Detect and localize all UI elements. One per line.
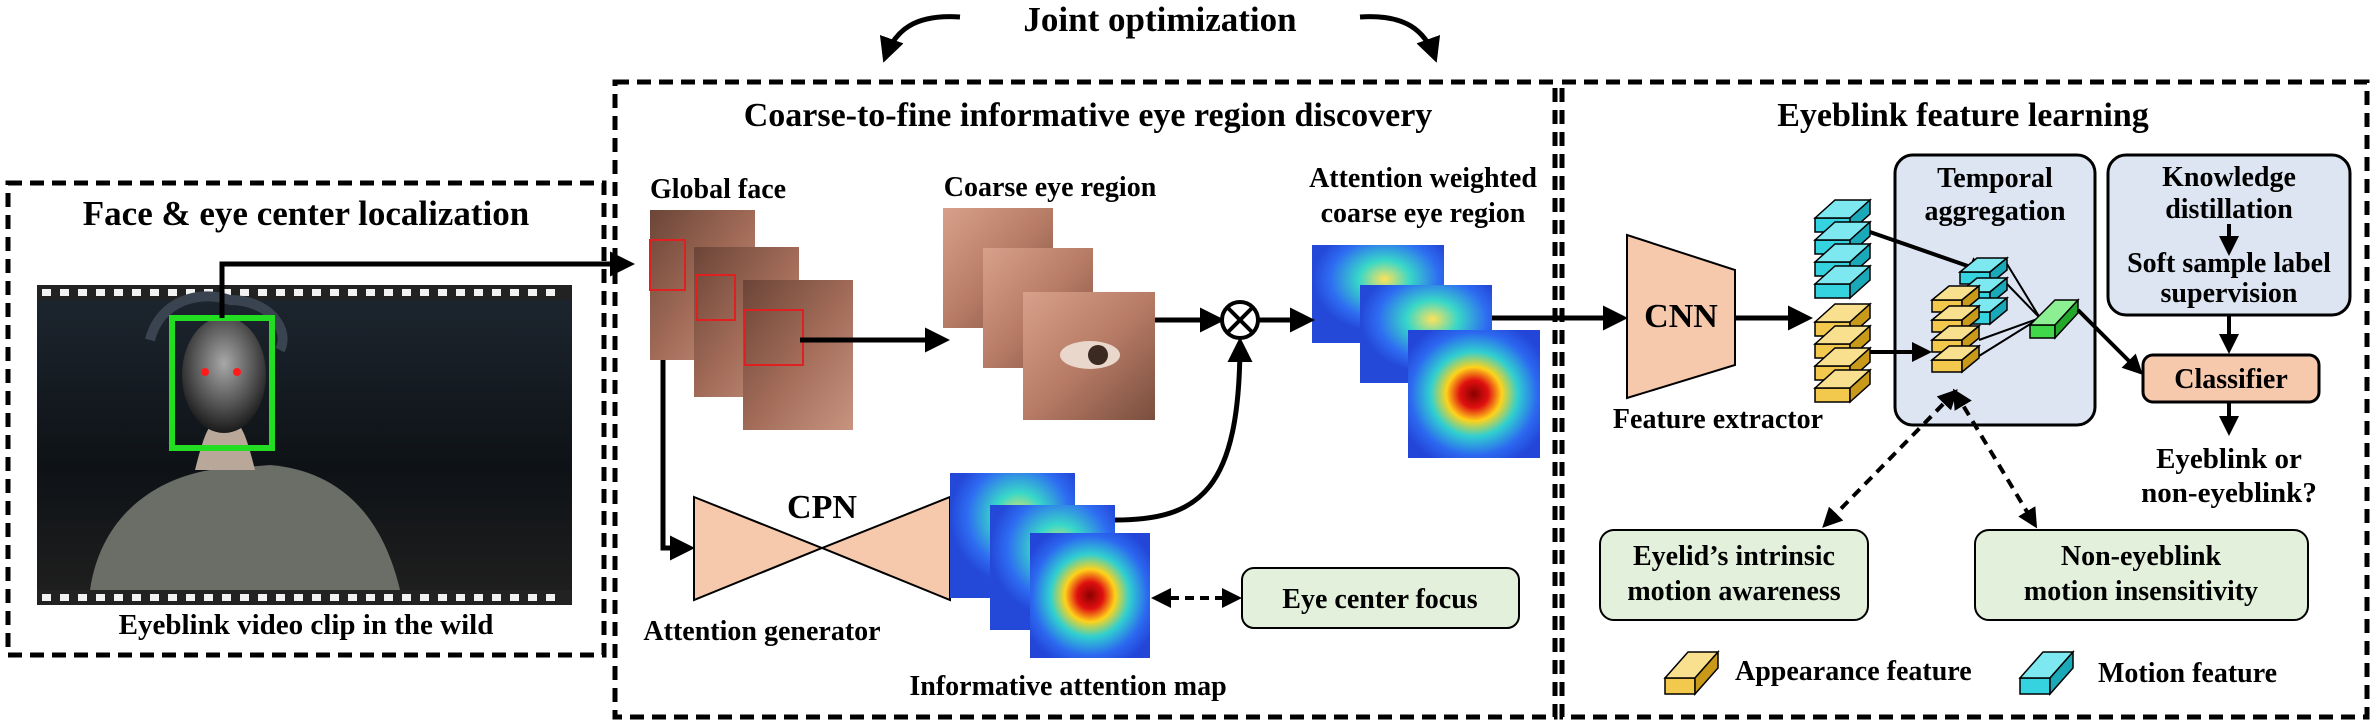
motion-feature-stack [1813, 198, 1872, 300]
knowledge-distillation-label-2: distillation [2165, 194, 2293, 225]
coarse-eye-region-label: Coarse eye region [944, 172, 1157, 203]
temporal-aggregation-label-2: aggregation [1924, 196, 2065, 227]
motion-to-aggregation-arrow [1869, 230, 1989, 277]
informative-attention-map-label: Informative attention map [909, 671, 1226, 702]
attention-weighted-label-1: Attention weighted [1309, 163, 1537, 194]
eye-center-focus-label: Eye center focus [1282, 584, 1478, 615]
attention-to-multiply-arrow [1114, 337, 1253, 523]
eye-center-right [233, 368, 241, 376]
eye-center-left [201, 368, 209, 376]
informative-attention-map-stack [950, 473, 1150, 658]
cnn-label: CNN [1644, 298, 1718, 335]
soft-label-label-1: Soft sample label [2127, 248, 2331, 279]
panel-learning [1559, 79, 2370, 720]
appearance-feature-stack [1813, 302, 1872, 404]
noneyeblink-motion-label-1: Non-eyeblink [2061, 541, 2222, 572]
eyelid-motion-box [1599, 529, 1869, 621]
joint-optimization-label: Joint optimization [1023, 0, 1296, 39]
multiply-cross [1226, 306, 1254, 334]
legend-appearance-icon [1663, 650, 1720, 696]
noneyeblink-motion-dashed-arrow [1952, 388, 2038, 529]
soft-label-label-2: supervision [2161, 278, 2298, 309]
feature-extractor-label: Feature extractor [1613, 404, 1823, 435]
localization-to-global-face-arrow [219, 251, 635, 318]
aggregated-output-block [2028, 298, 2080, 340]
cnn-feature-extractor-shape [1626, 233, 1736, 400]
panel-learning-title: Eyeblink feature learning [1777, 97, 2149, 134]
panel-localization-title: Face & eye center localization [83, 194, 529, 233]
panel-discovery [612, 79, 1558, 720]
legend-motion-icon [2018, 650, 2075, 696]
knowledge-distillation-label-1: Knowledge [2162, 162, 2296, 193]
eyelid-motion-dashed-arrow [1822, 389, 1958, 528]
cpn-attention-generator-shape [693, 495, 951, 602]
eye-center-focus-box [1241, 567, 1520, 629]
panel-discovery-title: Coarse-to-fine informative eye region di… [744, 97, 1433, 134]
noneyeblink-motion-label-2: motion insensitivity [2024, 576, 2258, 607]
coarse-eye-region-stack [943, 208, 1155, 420]
eyelid-motion-label-1: Eyelid’s intrinsic [1633, 541, 1835, 572]
video-clip-image [37, 285, 572, 605]
legend-motion-label: Motion feature [2098, 658, 2277, 689]
attention-generator-label: Attention generator [643, 616, 880, 647]
eyelid-motion-label-2: motion awareness [1627, 576, 1840, 607]
aggregation-connect-lines [1978, 263, 2041, 357]
legend-appearance-label: Appearance feature [1735, 656, 1972, 687]
global-face-label: Global face [650, 174, 786, 205]
global-to-cpn-arrow [660, 360, 695, 561]
cpn-label: CPN [787, 489, 857, 526]
attention-weighted-stack [1312, 245, 1540, 458]
video-clip-caption: Eyeblink video clip in the wild [119, 609, 494, 641]
global-face-stack [649, 210, 853, 430]
temporal-aggregation-label-1: Temporal [1937, 163, 2053, 194]
noneyeblink-motion-box [1974, 529, 2309, 621]
aggregation-to-classifier-arrow [2076, 308, 2143, 375]
panel-localization [5, 180, 607, 658]
attention-weighted-label-2: coarse eye region [1321, 198, 1526, 229]
output-label-2: non-eyeblink? [2141, 477, 2317, 509]
joint-arrow-right [1359, 14, 1441, 63]
aggregated-feature-stack [1929, 256, 2010, 374]
output-label-1: Eyeblink or [2156, 443, 2302, 475]
joint-arrow-left [879, 14, 961, 63]
classifier-label: Classifier [2174, 364, 2288, 395]
